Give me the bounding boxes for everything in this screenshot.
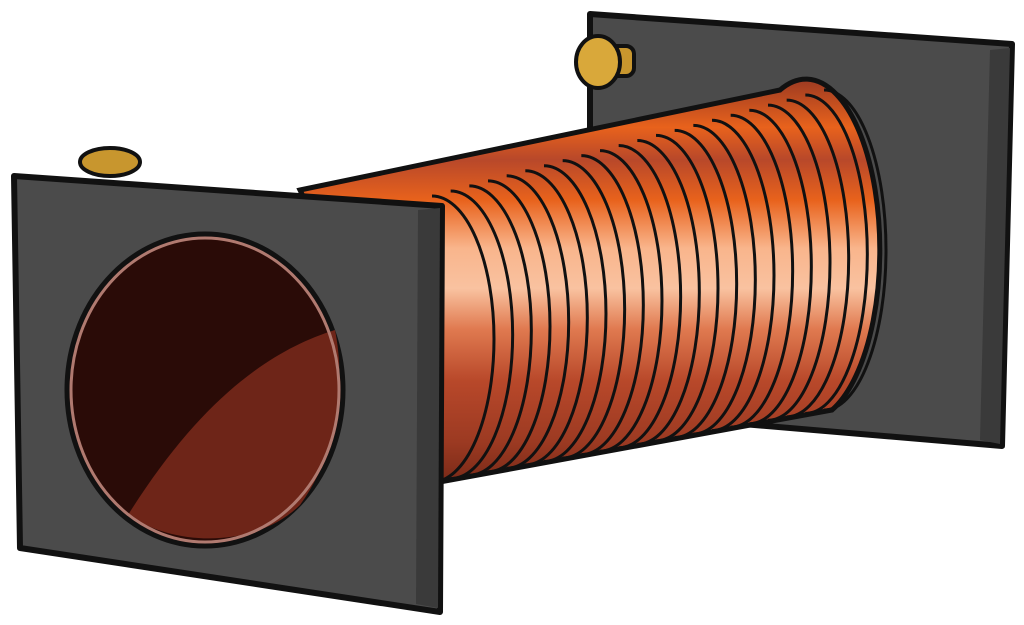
coil-ring — [767, 103, 832, 422]
coil-ring — [562, 159, 627, 460]
coil-rings — [431, 88, 888, 484]
coil-ring — [506, 174, 571, 470]
copper-coil — [296, 76, 888, 485]
coil-ring — [655, 133, 720, 443]
coil-ring — [711, 118, 776, 433]
coil-ring — [599, 149, 664, 453]
coil-ring — [786, 98, 851, 419]
coil-ring — [487, 179, 552, 474]
coil-ring — [431, 194, 496, 484]
coil-ring — [805, 93, 869, 415]
coil-ring — [674, 128, 739, 439]
coil-ring — [693, 123, 757, 436]
coil-ring — [469, 184, 533, 477]
coil-ring — [749, 108, 813, 426]
back-bolt-icon — [574, 34, 636, 90]
coil-ring — [823, 88, 888, 412]
front-bolt-icon — [78, 146, 142, 178]
coil-ring — [618, 144, 683, 450]
coil-opening — [64, 231, 346, 549]
coil-ring — [581, 154, 645, 457]
coil-ring — [450, 189, 515, 481]
coil-ring — [543, 164, 608, 463]
coil-ring — [730, 113, 795, 429]
coil-ring — [637, 138, 701, 446]
coil-ring — [525, 169, 589, 467]
